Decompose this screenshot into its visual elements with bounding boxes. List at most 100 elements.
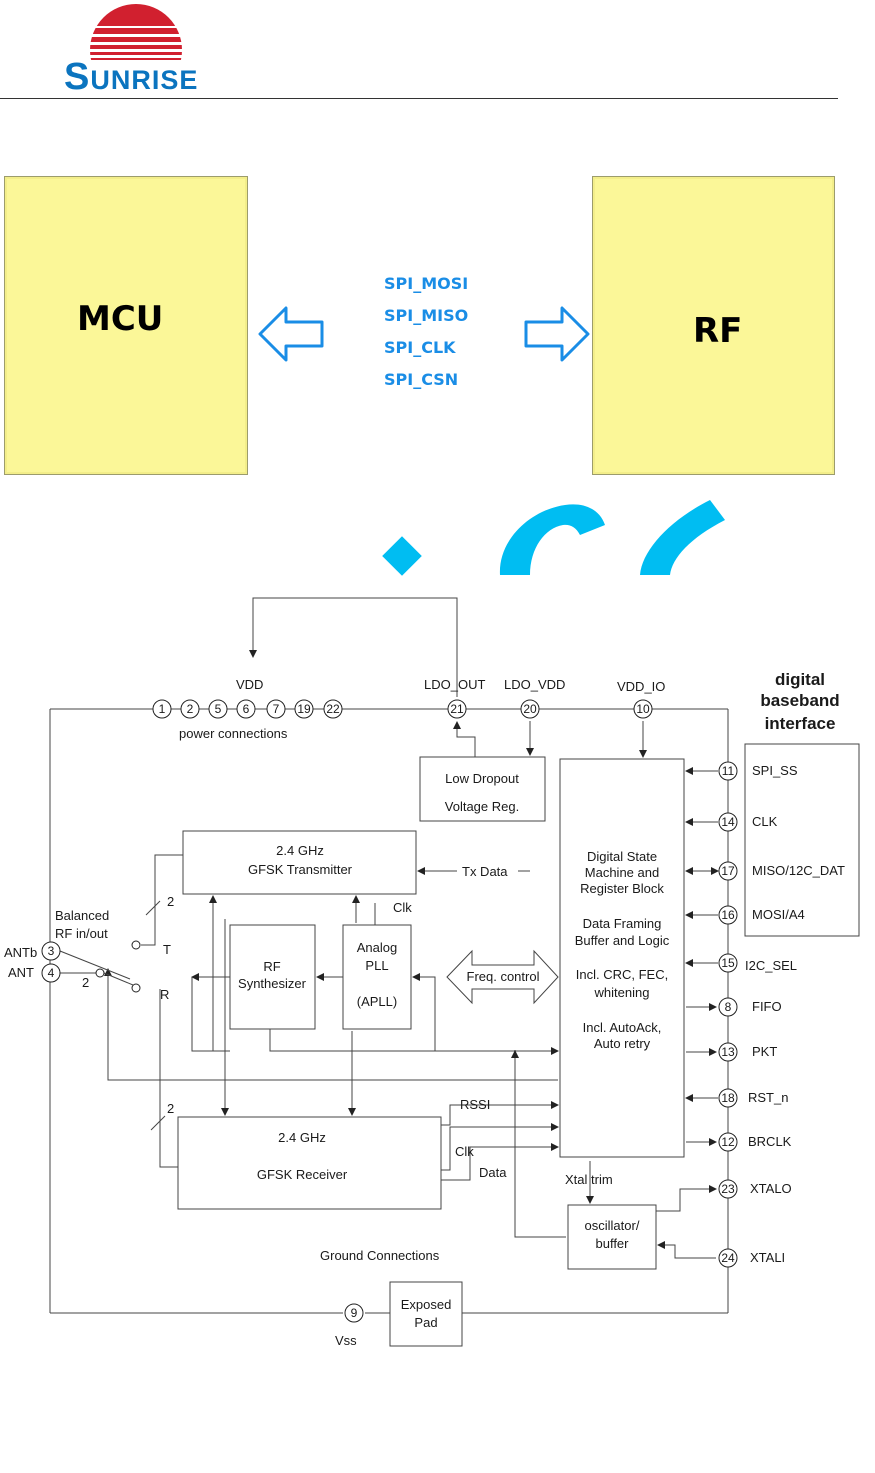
state-machine-text: Incl. CRC, FEC, [576,967,668,982]
right-pin-number: 14 [721,815,735,829]
antb-label: ANTb [4,945,37,960]
vdd-io-label: VDD_IO [617,679,665,694]
balanced-label: RF in/out [55,926,108,941]
clk-label-rx: Clk [455,1144,474,1159]
state-machine-text: Auto retry [594,1036,651,1051]
exposed-pad-text: Exposed [401,1297,452,1312]
digital-title: digital [775,670,825,689]
right-pin-number: 24 [721,1251,735,1265]
spi-signal: SPI_CLK [384,338,456,357]
ldo-out-pin: 21 [450,702,464,716]
left-arrow-icon [258,306,324,362]
power-pin: 6 [243,702,250,716]
right-pin-number: 8 [725,1000,732,1014]
right-pin-label: CLK [752,814,778,829]
ldo-text: Voltage Reg. [445,799,519,814]
block-diagram: 1 2 5 6 7 19 22 21 20 10 9 3 4 11 14 17 … [4,597,860,1348]
ldo-out-label: LDO_OUT [424,677,485,692]
state-machine-text: Incl. AutoAck, [583,1020,662,1035]
clk-label: Clk [393,900,412,915]
spi-signal: SPI_CSN [384,370,459,389]
rf-box: RF [592,176,835,475]
watermark [382,500,725,576]
power-connections-label: power connections [179,726,288,741]
data-label: Data [479,1165,507,1180]
transmitter-text: 2.4 GHz [276,843,324,858]
right-pin-label: RST_n [748,1090,788,1105]
vss-pin: 9 [351,1306,358,1320]
right-pin-number: 11 [722,764,735,778]
right-pin-label: MOSI/A4 [752,907,805,922]
right-pin-label: FIFO [752,999,782,1014]
right-pin-number: 12 [721,1135,735,1149]
tx-data-label: Tx Data [462,864,508,879]
right-pin-label: SPI_SS [752,763,798,778]
antb-pin: 3 [48,944,55,958]
right-pin-number: 18 [721,1091,735,1105]
vss-label: Vss [335,1333,357,1348]
state-machine-text: Register Block [580,881,664,896]
ldo-vdd-pin: 20 [523,702,537,716]
state-machine-text: Machine and [585,865,659,880]
power-pin: 7 [273,702,280,716]
state-machine-text: Data Framing [583,916,662,931]
switch-t-label: T [163,942,171,957]
bus-width-label: 2 [167,894,174,909]
right-pin-label: PKT [752,1044,777,1059]
right-pin-label: BRCLK [748,1134,792,1149]
synth-text: RF [263,959,280,974]
power-pin: 2 [187,702,194,716]
synth-text: Synthesizer [238,976,307,991]
right-pin-number: 15 [721,956,735,970]
balanced-label: Balanced [55,908,109,923]
right-pin-number: 13 [721,1045,735,1059]
bus-width-label: 2 [82,975,89,990]
rssi-label: RSSI [460,1097,490,1112]
bus-width-label: 2 [167,1101,174,1116]
header-rule [0,98,838,99]
spi-signal: SPI_MOSI [384,274,469,293]
pll-text: PLL [365,958,388,973]
ldo-text: Low Dropout [445,771,519,786]
right-pin-number: 16 [721,908,735,922]
logo-wordmark: SUNRISE [64,56,198,99]
ant-pin: 4 [48,966,55,980]
oscillator-text: buffer [595,1236,629,1251]
receiver-text: GFSK Receiver [257,1167,348,1182]
power-pin: 5 [215,702,222,716]
mcu-label: MCU [77,299,164,339]
xtal-trim-label: Xtal trim [565,1172,613,1187]
power-pin: 19 [297,702,311,716]
vdd-label: VDD [236,677,263,692]
power-pin: 1 [159,702,166,716]
right-pin-label: XTALI [750,1250,785,1265]
mcu-box: MCU [4,176,248,475]
receiver-text: 2.4 GHz [278,1130,326,1145]
ldo-vdd-label: LDO_VDD [504,677,565,692]
right-arrow-icon [524,306,590,362]
switch-r-label: R [160,987,169,1002]
sunrise-logo [90,4,182,60]
oscillator-text: oscillator/ [585,1218,640,1233]
pll-text: (APLL) [357,994,397,1009]
transmitter-text: GFSK Transmitter [248,862,353,877]
right-pin-number: 23 [721,1182,735,1196]
rf-label: RF [693,311,743,351]
right-pin-label: MISO/12C_DAT [752,863,845,878]
digital-title: interface [765,714,836,733]
state-machine-text: Digital State [587,849,657,864]
digital-title: baseband [760,691,839,710]
power-pin: 22 [326,702,340,716]
vdd-io-pin: 10 [636,702,650,716]
right-pin-label: I2C_SEL [745,958,797,973]
state-machine-text: Buffer and Logic [575,933,670,948]
exposed-pad-text: Pad [414,1315,437,1330]
right-pin-label: XTALO [750,1181,792,1196]
ground-connections-label: Ground Connections [320,1248,440,1263]
ant-label: ANT [8,965,34,980]
right-pin-number: 17 [721,864,735,878]
pll-text: Analog [357,940,397,955]
freq-control-label: Freq. control [467,969,540,984]
logo-rest: UNRISE [90,65,199,95]
logo-initial: S [64,56,91,98]
